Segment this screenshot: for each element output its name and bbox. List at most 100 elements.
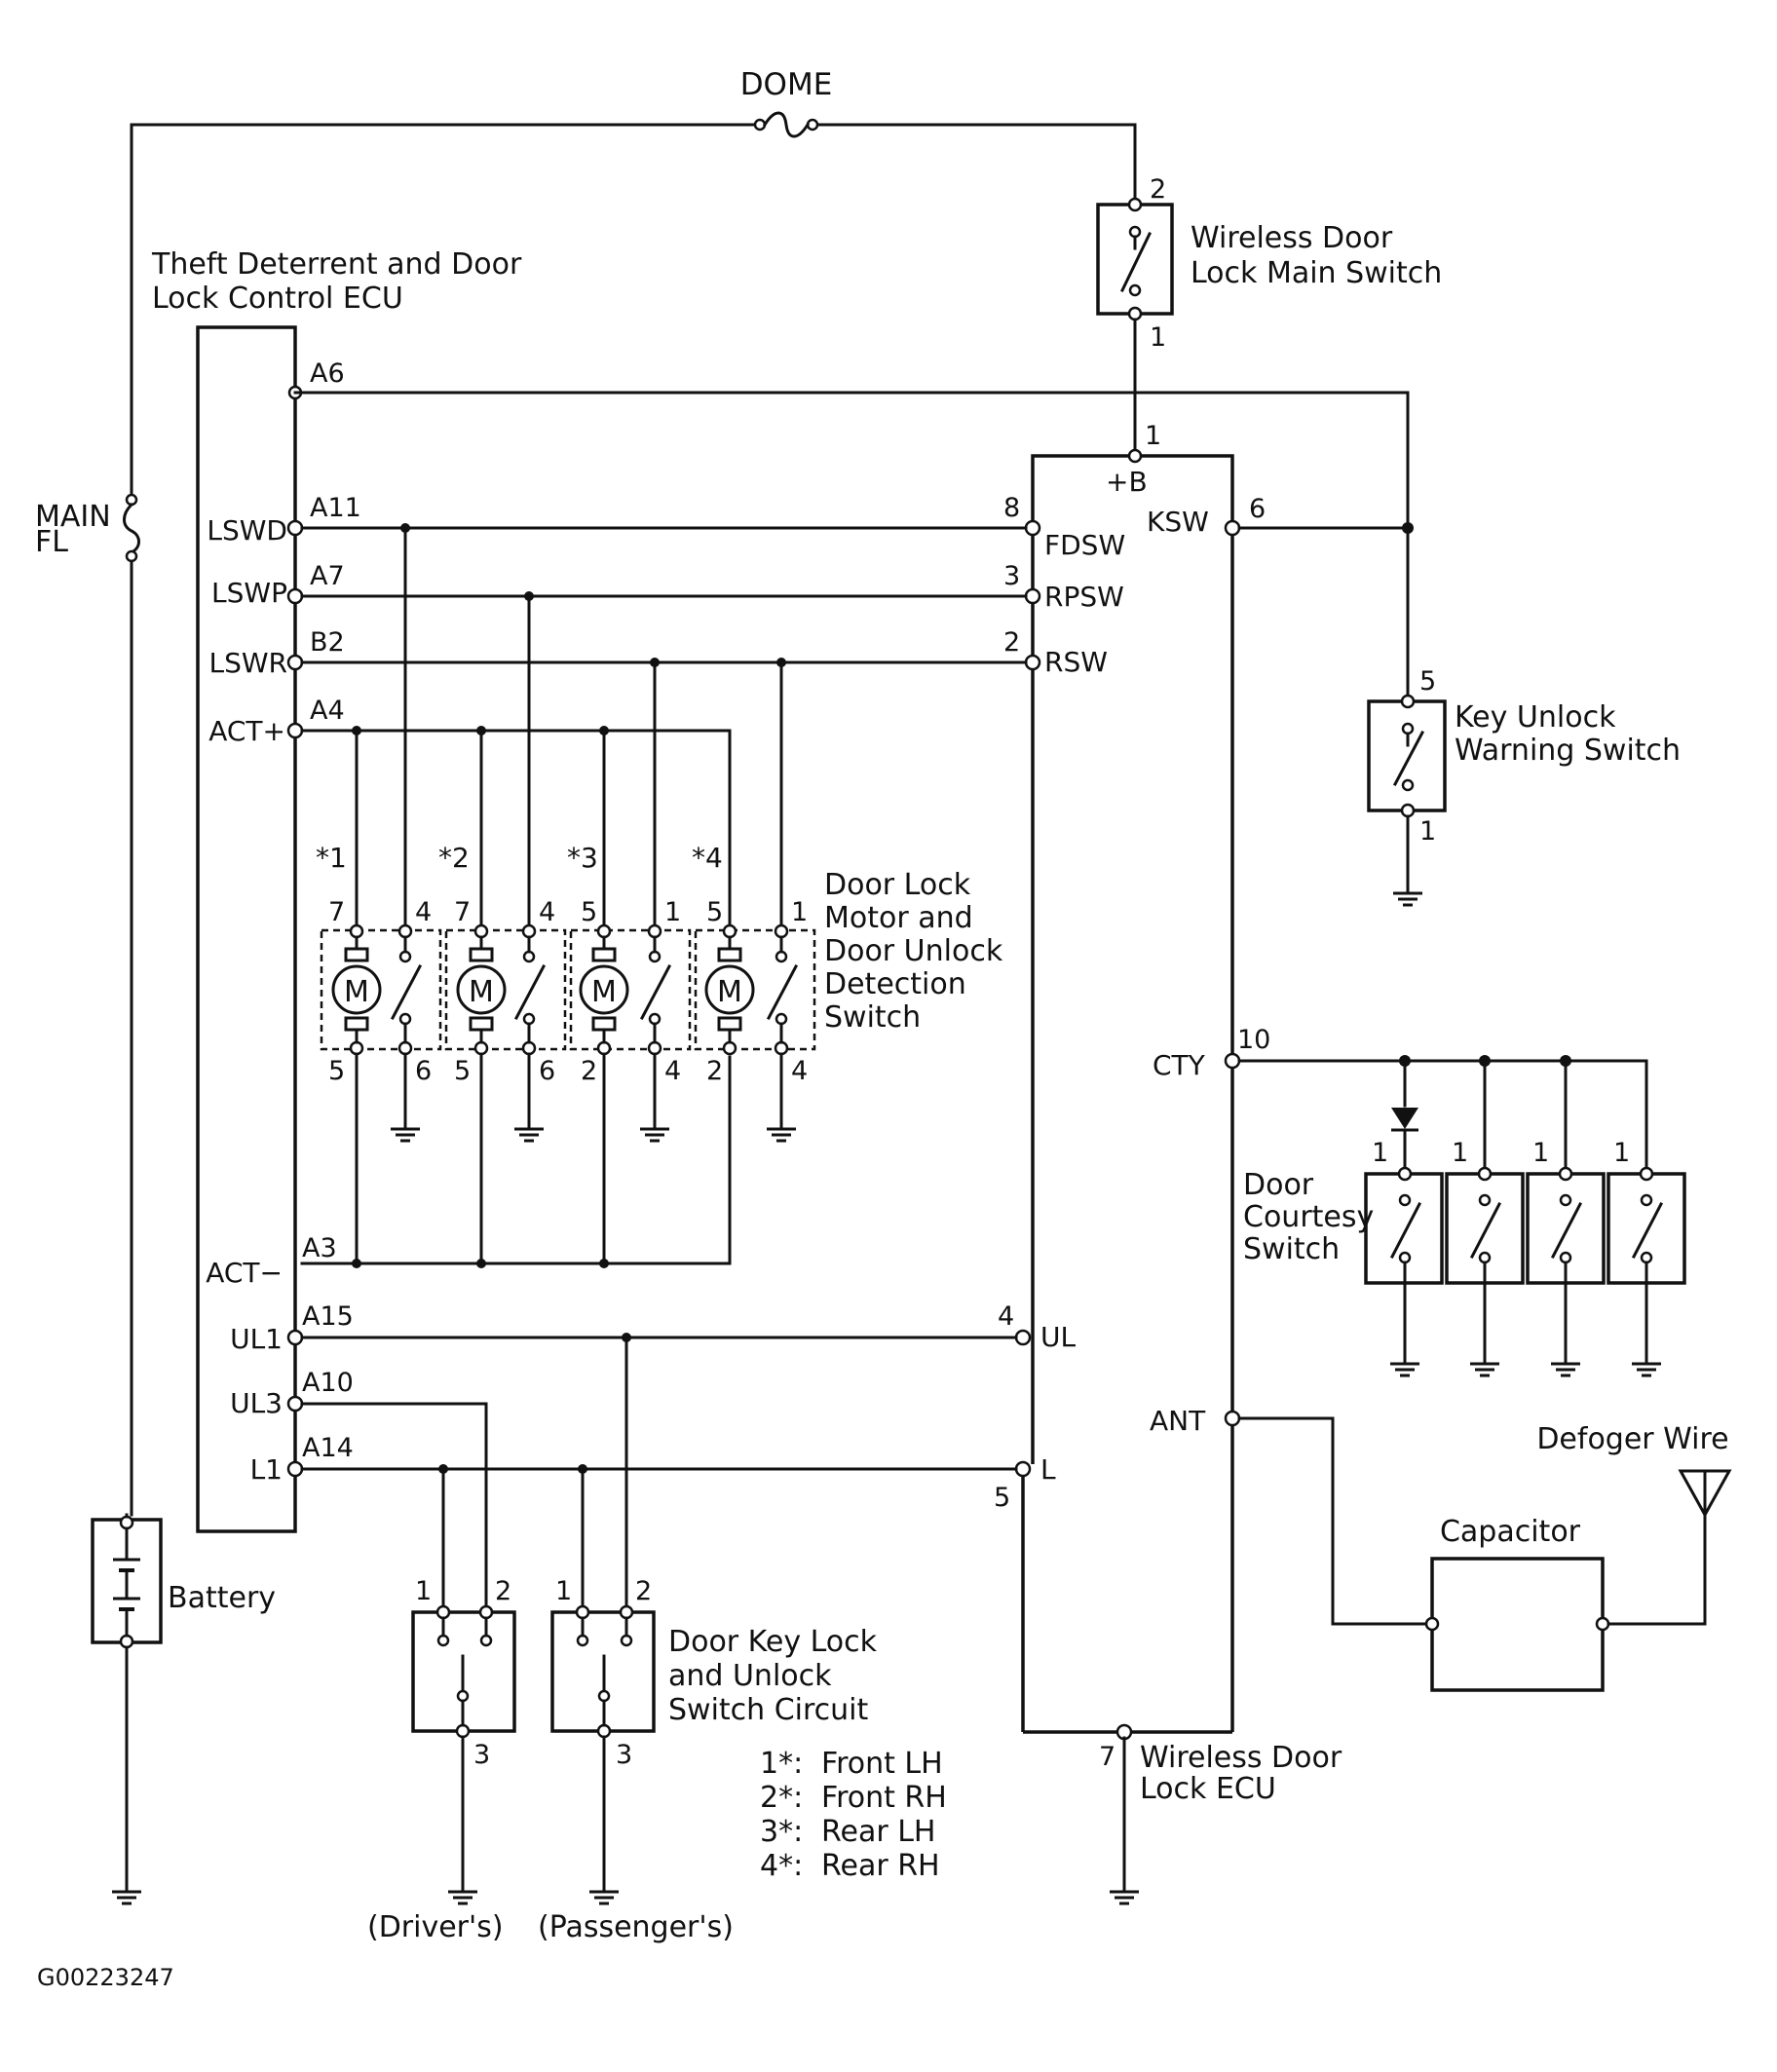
legend-value-3: Rear LH (821, 1815, 935, 1849)
ecu-signal-ul1: UL1 (230, 1323, 283, 1355)
motor-4-pin-top-right: 1 (791, 897, 808, 927)
fl-label: FL (35, 525, 68, 559)
legend: 1*: Front LH 2*: Front RH 3*: Rear LH 4*… (760, 1747, 947, 1883)
motor-3-pin-bottom-left: 2 (581, 1056, 597, 1086)
wireless-door-lock-main-switch: 2 1 Wireless Door Lock Main Switch (1096, 123, 1442, 452)
main-switch-pin-1: 1 (1150, 322, 1166, 353)
passenger-pin-2: 2 (635, 1576, 652, 1606)
motor-3-pin-bottom-right: 4 (664, 1056, 681, 1086)
capacitor-label: Capacitor (1440, 1515, 1581, 1549)
wireless-pin-4: 4 (998, 1301, 1014, 1332)
battery-label: Battery (168, 1581, 276, 1615)
legend-key-3: 3*: (760, 1815, 803, 1849)
ecu-pin-a3: A3 (302, 1233, 337, 1263)
wireless-pin-10: 10 (1237, 1025, 1270, 1055)
key-unlock-label-2: Warning Switch (1455, 734, 1681, 768)
door-key-lock-switch-circuit: 1 2 3 1 2 3 Door Key Lock and Unlock (367, 1336, 878, 1944)
driver-pin-1: 1 (415, 1576, 432, 1606)
key-unlock-label-1: Key Unlock (1455, 700, 1616, 735)
motor-unit-front-rh: M *2 7 4 5 6 (438, 594, 567, 1265)
motor-2-pin-top-right: 4 (539, 897, 555, 927)
key-lock-label-3: Switch Circuit (668, 1693, 869, 1727)
motor-1-pin-top-right: 4 (415, 897, 432, 927)
passenger-pin-1: 1 (555, 1576, 572, 1606)
courtesy-label-3: Switch (1243, 1232, 1340, 1266)
courtesy-pin-1d: 1 (1613, 1138, 1630, 1168)
motor-3-pin-top-left: 5 (581, 897, 597, 927)
legend-key-4: 4*: (760, 1849, 803, 1883)
dome-label: DOME (740, 67, 833, 102)
key-switch-pin-1: 1 (1419, 816, 1436, 847)
ecu-signal-act-minus: ACT− (206, 1257, 283, 1289)
key-unlock-warning-switch: 5 1 Key Unlock Warning Switch (1237, 522, 1681, 907)
wireless-signal-cty: CTY (1153, 1049, 1206, 1081)
motor-unit-rear-rh: M *4 5 1 2 4 (692, 660, 816, 1143)
motor-3-pin-top-right: 1 (664, 897, 681, 927)
legend-value-1: Front LH (821, 1747, 943, 1781)
ecu-signal-ul3: UL3 (230, 1387, 283, 1419)
theft-deterrent-ecu: Theft Deterrent and Door Lock Control EC… (151, 247, 522, 1533)
passenger-key-switch: 1 2 3 (550, 1336, 656, 1905)
motor-tag-3: *3 (567, 842, 598, 874)
ecu-signal-lswp: LSWP (211, 577, 287, 609)
motor-symbol: M (344, 975, 369, 1009)
wireless-signal-l: L (1040, 1453, 1056, 1486)
motor-2-pin-bottom-left: 5 (454, 1056, 471, 1086)
figure-id: G00223247 (37, 1964, 174, 1991)
battery: Battery (91, 1513, 276, 1905)
motor-label-2: Motor and (824, 901, 973, 935)
motor-4-pin-bottom-right: 4 (791, 1056, 808, 1086)
legend-value-4: Rear RH (821, 1849, 940, 1883)
ecu-pin-a15: A15 (302, 1301, 354, 1332)
passengers-label: (Passenger's) (538, 1910, 734, 1944)
legend-key-1: 1*: (760, 1747, 803, 1781)
motor-tag-1: *1 (316, 842, 347, 874)
ecu-signal-lswd: LSWD (207, 514, 287, 546)
motor-1-pin-bottom-left: 5 (328, 1056, 345, 1086)
ecu-pin-a10: A10 (302, 1368, 354, 1398)
ecu-pin-a4: A4 (310, 696, 345, 726)
ecu-pin-a14: A14 (302, 1433, 354, 1463)
key-lock-label-1: Door Key Lock (668, 1625, 878, 1659)
wireless-signal-fdsw: FDSW (1044, 529, 1125, 561)
ecu-pin-a7: A7 (310, 561, 345, 591)
courtesy-pin-1b: 1 (1452, 1138, 1468, 1168)
courtesy-label-2: Courtesy (1243, 1200, 1374, 1234)
drivers-label: (Driver's) (367, 1910, 504, 1944)
main-switch-pin-2: 2 (1150, 174, 1166, 205)
ecu-signal-act-plus: ACT+ (208, 715, 285, 747)
defogger-label: Defoger Wire (1536, 1422, 1728, 1456)
ecu-label-2: Lock Control ECU (152, 282, 403, 316)
motor-label-5: Switch (824, 1000, 921, 1035)
motor-2-pin-bottom-right: 6 (539, 1056, 555, 1086)
dome-fuse: DOME (130, 67, 1137, 138)
motor-tag-4: *4 (692, 842, 723, 874)
wireless-signal-ant: ANT (1150, 1405, 1206, 1437)
wireless-signal-plus-b: +B (1106, 466, 1148, 498)
main-switch-label-1: Wireless Door (1191, 221, 1393, 255)
main-switch-label-2: Lock Main Switch (1191, 256, 1442, 290)
ecu-label-1: Theft Deterrent and Door (151, 247, 522, 282)
main-label: MAIN (35, 500, 111, 534)
wireless-ecu-label-1: Wireless Door (1140, 1741, 1342, 1775)
motor-label-1: Door Lock (824, 868, 971, 902)
motor-4-pin-bottom-left: 2 (706, 1056, 723, 1086)
motor-symbol: M (469, 975, 494, 1009)
motor-1-pin-bottom-right: 6 (415, 1056, 432, 1086)
key-switch-pin-5: 5 (1419, 666, 1436, 697)
wireless-signal-rpsw: RPSW (1044, 581, 1124, 613)
door-courtesy-switches: 1 1 1 1 Door Courtesy Switch (1237, 1055, 1686, 1377)
ecu-signal-lswr: LSWR (208, 647, 287, 679)
ecu-signal-l1: L1 (250, 1453, 283, 1486)
motor-2-pin-top-left: 7 (454, 897, 471, 927)
motor-symbol: M (717, 975, 742, 1009)
motor-symbol: M (591, 975, 617, 1009)
courtesy-pin-1c: 1 (1532, 1138, 1549, 1168)
courtesy-pin-1a: 1 (1372, 1138, 1388, 1168)
driver-pin-3: 3 (473, 1740, 490, 1770)
motor-4-pin-top-left: 5 (706, 897, 723, 927)
wireless-signal-ksw: KSW (1147, 506, 1209, 538)
wireless-signal-ul: UL (1040, 1321, 1076, 1353)
wireless-pin-5: 5 (994, 1483, 1010, 1513)
motor-unit-front-lh: M *1 7 4 5 6 (316, 526, 442, 1265)
